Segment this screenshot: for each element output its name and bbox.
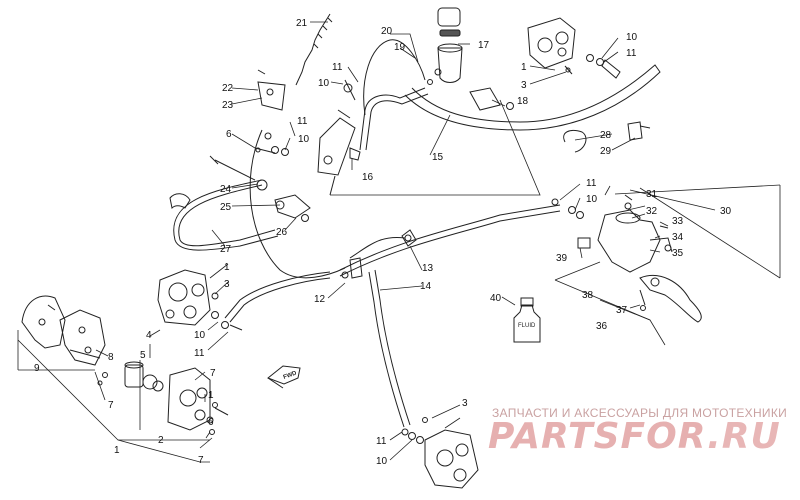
callout-11b: 11 <box>297 116 308 127</box>
reservoir-clip <box>427 68 442 85</box>
bracket-8 <box>59 309 106 366</box>
callout-25: 25 <box>220 202 232 213</box>
fittings-left <box>211 292 243 331</box>
callout-22: 22 <box>222 83 234 94</box>
callout-11f: 11 <box>376 436 387 447</box>
callout-10b: 10 <box>298 134 310 145</box>
callout-15: 15 <box>432 152 444 163</box>
callout-31: 31 <box>646 189 658 200</box>
reservoir-17 <box>437 7 501 111</box>
bolt-6-washers <box>254 132 289 156</box>
brake-line-27 <box>178 184 276 247</box>
callout-3c: 3 <box>462 398 468 409</box>
brake-line-left <box>224 271 331 319</box>
brake-hose-upper <box>359 87 426 151</box>
callout-3b: 3 <box>224 279 230 290</box>
callout-14: 14 <box>420 281 432 292</box>
watermark-brand: PARTSFOR.RU <box>488 416 781 457</box>
callout-21: 21 <box>296 18 308 29</box>
callout-10d: 10 <box>586 194 598 205</box>
callout-10a: 10 <box>318 78 330 89</box>
callout-29: 29 <box>600 146 612 157</box>
brake-line-15 <box>404 64 661 131</box>
brake-fluid-bottle <box>513 297 541 343</box>
brake-line-20 <box>363 39 426 116</box>
callout-17: 17 <box>478 40 490 51</box>
callout-6b: 6 <box>208 417 214 428</box>
bolt-24 <box>209 155 268 191</box>
bracket-22-23 <box>257 69 286 111</box>
callout-27: 27 <box>220 244 232 255</box>
clip-28-29 <box>563 121 651 153</box>
brake-line-cross <box>339 204 561 271</box>
fwd-label: FWD <box>283 370 299 381</box>
callout-7a: 7 <box>210 368 216 379</box>
pedal-mount-25-26 <box>169 193 311 222</box>
callout-28: 28 <box>600 130 612 141</box>
callout-24: 24 <box>220 184 232 195</box>
forward-arrow <box>267 365 301 389</box>
callout-16: 16 <box>362 172 374 183</box>
callout-32: 32 <box>646 206 658 217</box>
callout-12: 12 <box>314 294 326 305</box>
callout-38: 38 <box>582 290 594 301</box>
rear-caliper-left <box>157 269 211 326</box>
brake-line-loop <box>249 129 346 279</box>
callout-40: 40 <box>490 293 502 304</box>
watermark-brand-main: PARTSFOR <box>488 416 708 457</box>
callout-11d: 11 <box>586 178 597 189</box>
rear-master-cylinder <box>317 79 361 196</box>
callout-39: 39 <box>556 253 568 264</box>
callout-26: 26 <box>276 227 288 238</box>
caliper-2-assembly <box>97 361 229 435</box>
fittings-top-right <box>506 54 621 110</box>
callout-7b: 7 <box>108 400 114 411</box>
callout-9: 9 <box>34 363 40 374</box>
callout-35: 35 <box>672 248 684 259</box>
front-caliper-top <box>527 17 576 69</box>
callout-37: 37 <box>616 305 628 316</box>
callout-36: 36 <box>596 321 608 332</box>
callout-7c: 7 <box>198 455 204 466</box>
callout-10c: 10 <box>626 32 638 43</box>
callout-20: 20 <box>381 26 393 37</box>
callout-1b: 1 <box>224 262 230 273</box>
callout-1a: 1 <box>521 62 527 73</box>
callout-11e: 11 <box>194 348 205 359</box>
callout-19: 19 <box>394 42 406 53</box>
callout-18: 18 <box>517 96 529 107</box>
callout-1d: 1 <box>114 445 120 456</box>
fittings-bottom <box>401 417 428 444</box>
bracket-9 <box>21 295 66 349</box>
callout-10f: 10 <box>376 456 388 467</box>
spring-21 <box>295 13 333 86</box>
callout-34: 34 <box>672 232 684 243</box>
callout-23: 23 <box>222 100 234 111</box>
fluid-bottle-label: FLUID <box>518 323 536 329</box>
callout-11a: 11 <box>332 62 343 73</box>
callout-8: 8 <box>108 352 114 363</box>
callout-11c: 11 <box>626 48 637 59</box>
callout-3a: 3 <box>521 80 527 91</box>
callout-13: 13 <box>422 263 434 274</box>
watermark-brand-tld: .RU <box>707 416 781 457</box>
fitting-12-13 <box>341 229 417 279</box>
callout-4: 4 <box>146 330 152 341</box>
callout-10e: 10 <box>194 330 206 341</box>
front-caliper-bottom <box>424 429 479 489</box>
callout-30: 30 <box>720 206 732 217</box>
callout-5: 5 <box>140 350 146 361</box>
watermark-tagline: ЗАПЧАСТИ И АКСЕССУАРЫ ДЛЯ МОТОТЕХНИКИ <box>492 406 788 420</box>
callout-6a: 6 <box>226 129 232 140</box>
callout-33: 33 <box>672 216 684 227</box>
callout-1c: 1 <box>208 390 214 401</box>
callout-2: 2 <box>158 435 164 446</box>
brake-line-14 <box>374 269 411 426</box>
